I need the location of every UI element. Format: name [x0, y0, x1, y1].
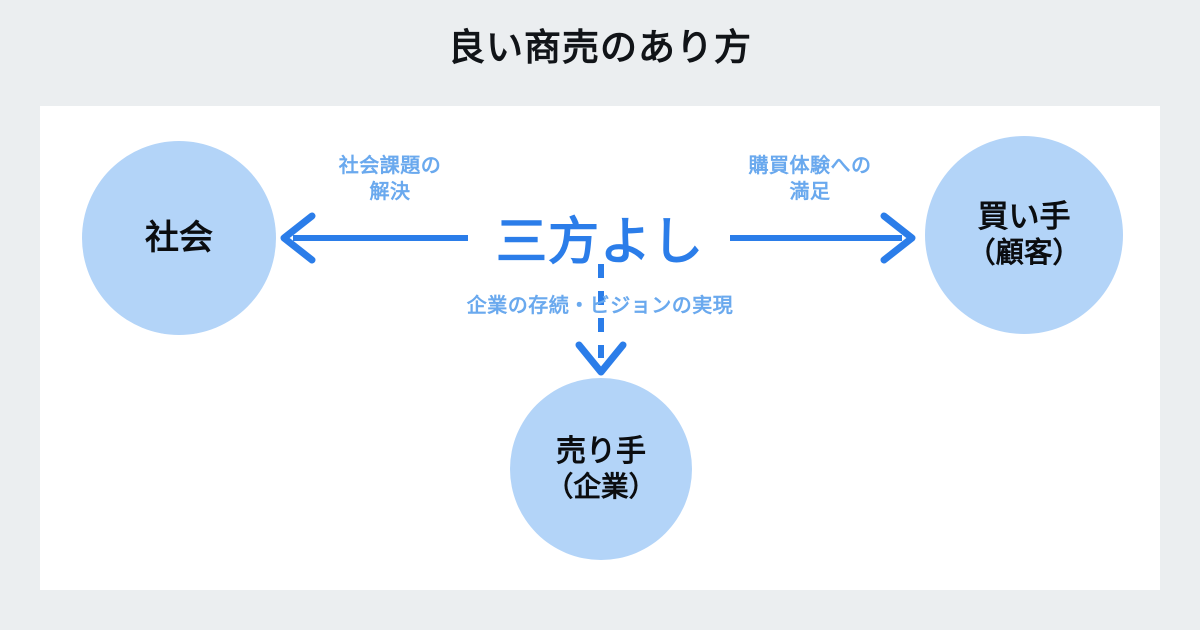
arrow-center-to-seller — [575, 264, 627, 376]
edge-caption-buyer: 購買体験への 満足 — [700, 154, 920, 205]
node-buyer[interactable]: 買い手 （顧客） — [925, 136, 1123, 334]
page-title: 良い商売のあり方 — [448, 27, 752, 68]
diagram-card: 社会 買い手 （顧客） 売り手 （企業） 三方よし 社会課題の 解決 購買体験へ… — [40, 106, 1160, 590]
diagram-canvas: 社会 買い手 （顧客） 売り手 （企業） 三方よし 社会課題の 解決 購買体験へ… — [40, 106, 1160, 590]
center-label: 三方よし — [495, 213, 704, 270]
node-buyer-sublabel: （顧客） — [966, 237, 1082, 270]
edge-caption-seller-line1: 企業の存続・ビジョンの実現 — [466, 295, 734, 317]
edge-caption-buyer-line1: 購買体験への — [748, 155, 872, 177]
edge-caption-society: 社会課題の 解決 — [290, 154, 490, 205]
node-society[interactable]: 社会 — [82, 141, 276, 335]
node-society-label: 社会 — [145, 218, 213, 257]
node-seller-sublabel: （企業） — [545, 471, 657, 503]
node-seller[interactable]: 売り手 （企業） — [510, 378, 692, 560]
arrow-center-to-buyer — [730, 212, 916, 264]
arrows-layer — [280, 212, 916, 376]
arrow-center-to-society — [280, 212, 468, 264]
edge-caption-buyer-line2: 満足 — [789, 180, 831, 203]
node-buyer-label: 買い手 — [977, 198, 1071, 234]
edge-caption-seller: 企業の存続・ビジョンの実現 — [385, 294, 815, 320]
edge-caption-society-line1: 社会課題の — [338, 155, 442, 177]
edge-caption-society-line2: 解決 — [369, 180, 411, 203]
node-seller-label: 売り手 — [556, 435, 646, 469]
